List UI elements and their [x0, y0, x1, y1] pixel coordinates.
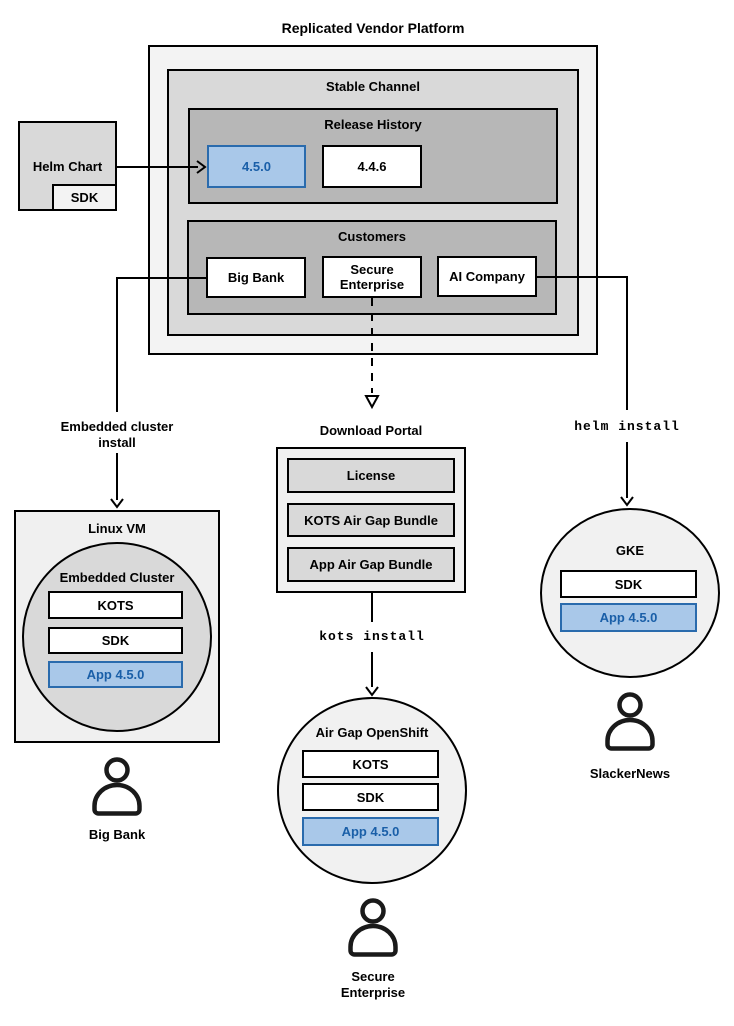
component-label: App 4.5.0 [86, 667, 145, 682]
customer-name: AI Company [449, 269, 525, 284]
component-label: SDK [101, 633, 130, 648]
component-kots: KOTS [302, 750, 439, 778]
slackernews-user-icon [604, 692, 656, 757]
big-bank-user-icon [91, 757, 143, 822]
portal-item-label: KOTS Air Gap Bundle [304, 512, 438, 528]
diagram-title: Replicated Vendor Platform [281, 20, 465, 36]
download-portal-title: Download Portal [319, 423, 423, 438]
linux-vm-title: Linux VM [88, 521, 146, 536]
portal-item-app-bundle: App Air Gap Bundle [287, 547, 455, 582]
component-app: App 4.5.0 [302, 817, 439, 846]
customers-title: Customers [338, 229, 406, 244]
customer-name: Big Bank [227, 270, 285, 285]
component-label: SDK [356, 789, 385, 805]
component-app: App 4.5.0 [560, 603, 697, 632]
helm-chart-sdk-chip: SDK [52, 184, 117, 211]
component-label: KOTS [97, 597, 134, 613]
big-bank-user-label: Big Bank [88, 827, 146, 842]
component-label: App 4.5.0 [341, 824, 400, 839]
release-version-label: 4.5.0 [242, 159, 271, 174]
component-label: KOTS [352, 756, 389, 772]
embedded-cluster-title: Embedded Cluster [59, 570, 175, 585]
portal-item-kots-bundle: KOTS Air Gap Bundle [287, 503, 455, 537]
component-label: SDK [614, 576, 643, 592]
portal-item-label: License [346, 468, 396, 483]
embedded-cluster-install-label: Embedded cluster install [60, 419, 174, 450]
customer-secure-enterprise: Secure Enterprise [322, 256, 422, 298]
portal-item-label: App Air Gap Bundle [309, 557, 433, 572]
helm-chart-label: Helm Chart [32, 158, 103, 174]
customer-ai-company: AI Company [437, 256, 537, 297]
stable-channel-title: Stable Channel [326, 79, 420, 94]
secure-enterprise-user-icon [347, 898, 399, 963]
release-version-label: 4.4.6 [357, 159, 387, 174]
component-sdk: SDK [560, 570, 697, 598]
kots-install-label: kots install [319, 629, 425, 644]
customer-big-bank: Big Bank [206, 257, 306, 298]
gke-title: GKE [615, 543, 645, 558]
air-gap-openshift-title: Air Gap OpenShift [315, 725, 429, 740]
portal-item-license: License [287, 458, 455, 493]
component-app: App 4.5.0 [48, 661, 183, 688]
release-4-5-0: 4.5.0 [207, 145, 306, 188]
component-label: App 4.5.0 [599, 610, 658, 625]
customer-name: Secure Enterprise [339, 262, 405, 292]
component-kots: KOTS [48, 591, 183, 619]
component-sdk: SDK [302, 783, 439, 811]
slackernews-user-label: SlackerNews [589, 766, 671, 781]
sdk-label: SDK [70, 190, 99, 205]
helm-install-label: helm install [574, 419, 680, 434]
component-sdk: SDK [48, 627, 183, 654]
release-4-4-6: 4.4.6 [322, 145, 422, 188]
secure-enterprise-user-label: Secure Enterprise [340, 969, 406, 1000]
release-history-title: Release History [324, 117, 422, 132]
